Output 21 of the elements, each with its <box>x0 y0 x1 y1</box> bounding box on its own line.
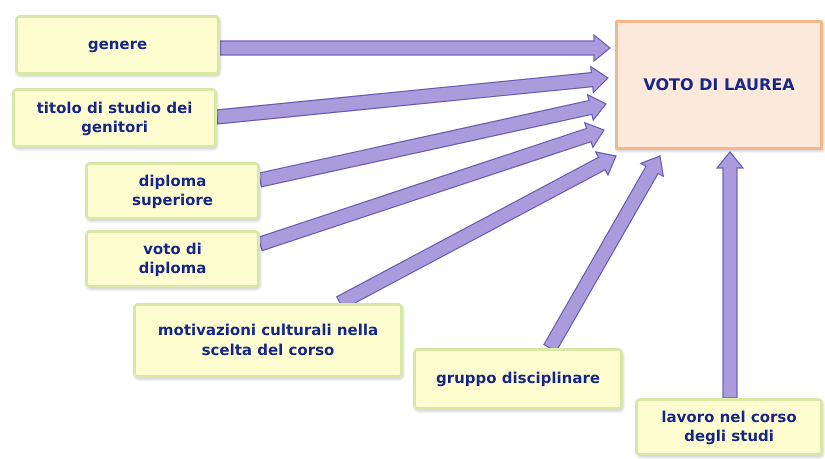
factor-box <box>15 15 220 75</box>
block-arrow <box>219 34 611 62</box>
box-label: genere <box>88 35 148 55</box>
box-label: lavoro nel corso degli studi <box>660 408 798 446</box>
box-label: gruppo disciplinare <box>436 369 600 389</box>
factor-box <box>133 303 403 378</box>
box-label: diploma superiore <box>131 172 214 210</box>
box-label: titolo di studio dei genitori <box>36 98 194 138</box>
factor-box <box>635 398 823 456</box>
box-label: VOTO DI LAUREA <box>643 74 795 96</box>
factor-box <box>85 162 260 220</box>
box-label: motivazioni culturali nella scelta del corso <box>156 321 380 360</box>
factor-box <box>413 348 623 410</box>
block-arrow <box>216 66 609 125</box>
box-label: voto di diploma <box>138 240 208 278</box>
factor-box <box>12 88 217 148</box>
factor-box <box>85 230 260 288</box>
block-arrow <box>257 122 605 252</box>
block-arrow <box>716 151 744 399</box>
target-box <box>615 20 823 150</box>
block-arrow <box>258 94 607 188</box>
